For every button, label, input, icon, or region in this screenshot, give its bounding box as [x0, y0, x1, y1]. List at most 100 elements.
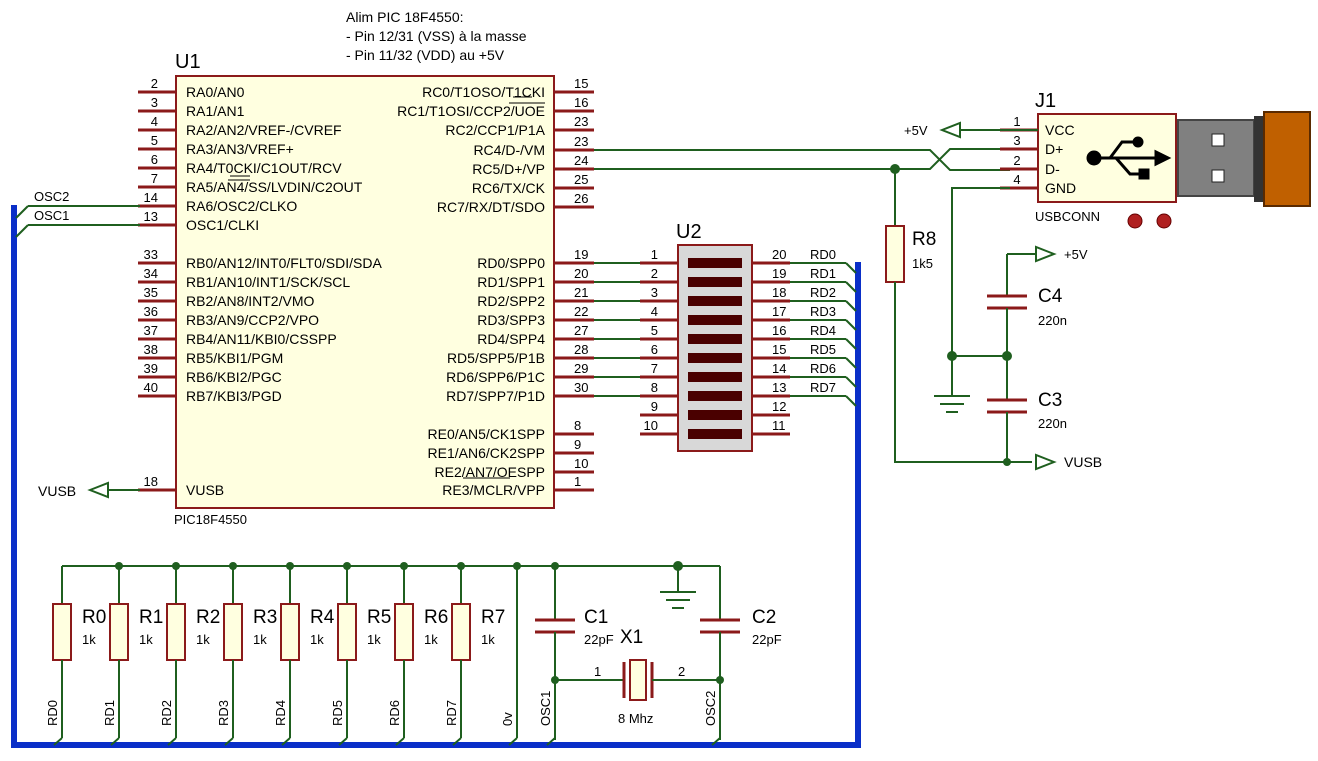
u1-pin-name: RB0/AN12/INT0/FLT0/SDI/SDA [186, 255, 382, 271]
resistor-body[interactable] [52, 603, 72, 661]
resistor-ref: R6 [424, 607, 448, 628]
u1-pin-number: 34 [144, 266, 158, 281]
u1-pin-number: 1 [574, 474, 581, 489]
bargraph-segment [688, 258, 742, 268]
bargraph-segment [688, 296, 742, 306]
j1-pin-name: D+ [1045, 141, 1063, 157]
u1-pin-number: 9 [574, 437, 581, 452]
u1-pin-number: 27 [574, 323, 588, 338]
usb-plug-shell [1177, 119, 1255, 197]
u1-pin-name: RD7/SPP7/P1D [446, 388, 545, 404]
u1-pin-number: 30 [574, 380, 588, 395]
bargraph-segment [688, 277, 742, 287]
u1-pin-number: 24 [574, 153, 588, 168]
u1-pin-name: RC6/TX/CK [472, 180, 546, 196]
bus-entry [452, 737, 462, 746]
bus-entry [224, 737, 234, 746]
u1-pin-name: VUSB [186, 482, 224, 498]
u1-microcontroller[interactable]: U1 PIC18F4550 2RA0/AN03RA1/AN14RA2/AN2/V… [138, 51, 640, 527]
u2-pin-number: 17 [772, 304, 786, 319]
resistor-body[interactable] [451, 603, 471, 661]
u1-ref: U1 [175, 51, 201, 73]
u1-pin-name: RB1/AN10/INT1/SCK/SCL [186, 274, 350, 290]
bus-entry-label: OSC1 [538, 691, 553, 726]
u1-pin-number: 8 [574, 418, 581, 433]
usb-plug-slot [1211, 169, 1225, 183]
c3-ref: C3 [1038, 390, 1062, 411]
crystal-circuit[interactable]: C1 22pF C2 22pF X1 8 Mhz 1 2 [535, 562, 782, 740]
u2-pin-number: 4 [651, 304, 658, 319]
u1-pin-number: 26 [574, 191, 588, 206]
note-line-1: Alim PIC 18F4550: [346, 9, 464, 25]
u1-pin-number: 33 [144, 247, 158, 262]
j1-pin-name: GND [1045, 180, 1076, 196]
u1-pin-name: RA2/AN2/VREF-/CVREF [186, 122, 342, 138]
u1-pin-number: 14 [144, 190, 158, 205]
r8-ref: R8 [912, 229, 936, 250]
vusb-right-label: VUSB [1064, 454, 1102, 470]
bus-entry-label: RD4 [273, 700, 288, 726]
u1-pin-name: RE1/AN6/CK2SPP [428, 445, 546, 461]
u2-pin-number: 15 [772, 342, 786, 357]
bus-label: RD0 [810, 247, 836, 262]
resistor-body[interactable] [109, 603, 129, 661]
c4-c3-caps[interactable]: +5V C4 220n C3 220n VUSB [987, 245, 1102, 471]
u1-pin-number: 18 [144, 474, 158, 489]
led-dot-icon [1127, 213, 1143, 229]
bargraph-segment [688, 429, 742, 439]
c1-value: 22pF [584, 632, 614, 647]
u1-pin-number: 6 [151, 152, 158, 167]
resistor-ref: R2 [196, 607, 220, 628]
j1-pin-number: 1 [1013, 114, 1020, 129]
u1-pin-number: 5 [151, 133, 158, 148]
u2-pin-number: 14 [772, 361, 786, 376]
u1-pin-name: RB6/KBI2/PGC [186, 369, 282, 385]
usb-plug-slot [1211, 133, 1225, 147]
u1-pin-name: RC0/T1OSO/T1CKI [422, 84, 545, 100]
junction-dot [229, 562, 237, 570]
bus-entry [167, 737, 177, 746]
bus-entry [845, 262, 857, 274]
resistor-ref: R0 [82, 607, 106, 628]
junction-dot [457, 562, 465, 570]
bus-entry [845, 357, 857, 369]
resistor-value: 1k [253, 632, 267, 647]
r8-resistor[interactable]: R8 1k5 [885, 169, 1032, 463]
resistor-body[interactable] [166, 603, 186, 661]
bus-label: RD4 [810, 323, 836, 338]
vusb-arrow-icon [1035, 453, 1057, 471]
u1-pin-name: RA1/AN1 [186, 103, 245, 119]
j1-pin-number: 3 [1013, 133, 1020, 148]
bus-entry [338, 737, 348, 746]
resistor-body[interactable] [394, 603, 414, 661]
resistor-ref: R1 [139, 607, 163, 628]
bus-label: RD3 [810, 304, 836, 319]
vusb-arrow-icon [87, 481, 109, 499]
u1-pin-name: RA3/AN3/VREF+ [186, 141, 294, 157]
junction-dot [172, 562, 180, 570]
j1-part: USBCONN [1035, 209, 1100, 224]
u1-pin-number: 10 [574, 456, 588, 471]
resistor-ref: R5 [367, 607, 391, 628]
resistor-body[interactable] [280, 603, 300, 661]
bus-entry [845, 300, 857, 312]
u1-pin-name: RD5/SPP5/P1B [447, 350, 545, 366]
u2-pin-number: 1 [651, 247, 658, 262]
resistor-body[interactable] [337, 603, 357, 661]
resistor-body[interactable] [223, 603, 243, 661]
bus-entry-label: RD1 [102, 700, 117, 726]
bargraph-segment [688, 372, 742, 382]
u1-pin-name: OSC1/CLKI [186, 217, 259, 233]
note-line-3: - Pin 11/32 (VDD) au +5V [346, 47, 505, 63]
u1-pin-name: RC2/CCP1/P1A [445, 122, 545, 138]
u1-pin-name: RA0/AN0 [186, 84, 245, 100]
resistor-value: 1k [424, 632, 438, 647]
resistor-value: 1k [196, 632, 210, 647]
u2-segments [688, 258, 742, 439]
u2-pin-number: 20 [772, 247, 786, 262]
